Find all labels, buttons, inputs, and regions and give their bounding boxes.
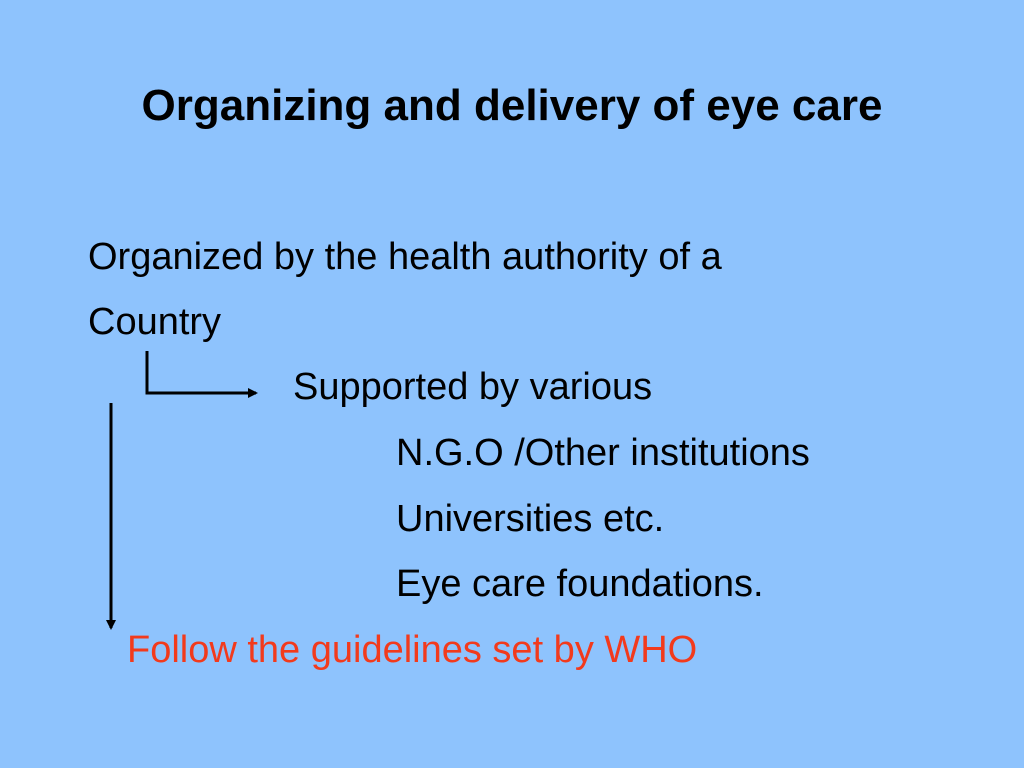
line-universities: Universities etc. — [396, 498, 665, 540]
line-who-guidelines: Follow the guidelines set by WHO — [127, 629, 698, 671]
slide-title: Organizing and delivery of eye care — [141, 81, 883, 130]
line-foundations: Eye care foundations. — [396, 563, 764, 605]
line-supported-by: Supported by various — [293, 366, 653, 408]
line-organized-by: Organized by the health authority of a — [88, 236, 722, 278]
line-ngo: N.G.O /Other institutions — [396, 432, 810, 474]
line-country: Country — [88, 301, 222, 343]
elbow-arrow-to-supported — [145, 351, 258, 398]
